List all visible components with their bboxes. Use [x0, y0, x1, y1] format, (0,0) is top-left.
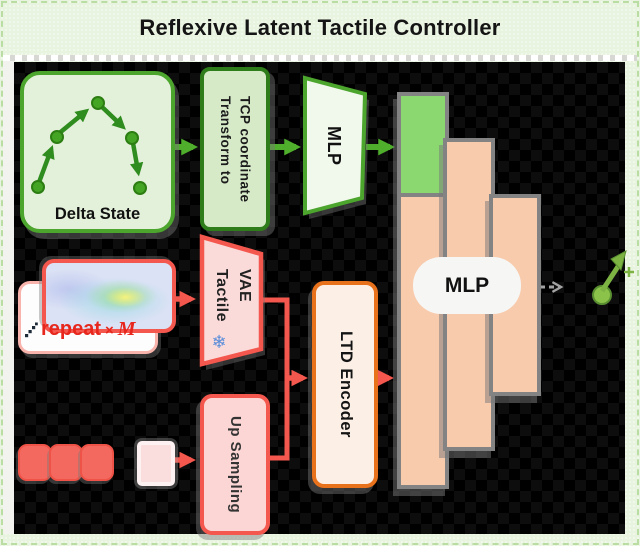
up-sampling-box: Up Sampling [200, 394, 270, 535]
figure-title: Reflexive Latent Tactile Controller [139, 14, 501, 40]
mlp-head-label: MLP [444, 273, 490, 297]
left-margin-strip [3, 61, 14, 534]
graph-edge [98, 103, 126, 130]
action-shaft [599, 263, 622, 293]
up-sampling-label: Up Sampling [226, 415, 244, 514]
repeat-count-var: M [117, 318, 136, 340]
repeat-word: repeat [41, 318, 102, 340]
tactile-heatmap-image [42, 259, 176, 333]
frozen-snowflake-icon: ❄ [211, 331, 227, 353]
action-arrowhead [610, 250, 627, 272]
token-square-1 [18, 444, 52, 481]
trapezoid-shape [199, 234, 264, 367]
tactile-vae-trapezoid [199, 234, 265, 370]
mlp-projector-label: MLP [324, 126, 345, 166]
mlp-projector-text: MLP [305, 80, 363, 212]
repeat-dots-icon [25, 322, 38, 337]
graph-node [91, 96, 105, 110]
graph-edge [55, 108, 90, 137]
tactile-vae-label: Tactile VAE [213, 268, 254, 322]
graph-node [125, 131, 139, 145]
delta-state-box: Delta State [20, 71, 175, 233]
title-separator [3, 55, 637, 61]
ltd-encoder-label: LTD Encoder [336, 331, 355, 438]
mlp-head-blob: MLP [413, 257, 521, 314]
delta-state-graph [31, 96, 147, 195]
graph-node [133, 181, 147, 195]
graph-node [50, 130, 64, 144]
tactile-vae-text: Tactile VAE [206, 252, 260, 338]
mlp-projector-trapezoid [303, 75, 369, 219]
repeat-times-sign: × [105, 322, 114, 339]
graph-node [31, 180, 45, 194]
graph-edge [35, 144, 55, 186]
token-square-2 [49, 444, 83, 481]
delta-state-label: Delta State [54, 205, 141, 223]
action-arrow-icon [592, 250, 634, 305]
transform-tcp-box: Transform to TCP coordinate [200, 67, 270, 231]
graph-edge [129, 142, 144, 177]
ltd-encoder-box: LTD Encoder [312, 281, 378, 488]
action-plus [624, 267, 634, 277]
token-square-3 [80, 444, 114, 481]
token-square-light [137, 441, 175, 486]
action-ball [592, 285, 612, 305]
transform-tcp-label: Transform to TCP coordinate [218, 95, 253, 203]
trapezoid-shape [303, 75, 368, 216]
repeat-annotation: repeat × M [24, 318, 156, 342]
